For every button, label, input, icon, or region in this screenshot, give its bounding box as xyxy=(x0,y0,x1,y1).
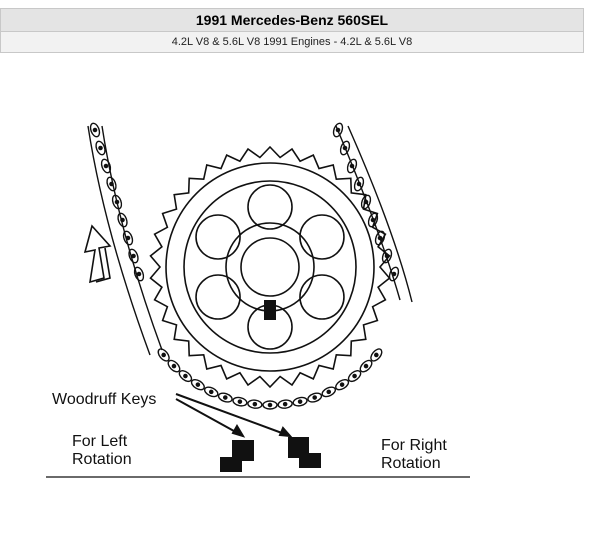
chain-link xyxy=(203,386,219,398)
timing-chain-diagram: Woodruff Keys For Left Rotation For Righ… xyxy=(0,110,606,530)
up-arrow-icon xyxy=(83,224,112,284)
chain-pin xyxy=(131,253,136,259)
chain-pin xyxy=(237,399,243,404)
chain-pin xyxy=(352,373,357,379)
chain-link xyxy=(133,266,145,282)
chain-link xyxy=(232,396,248,407)
chain-link xyxy=(95,140,106,156)
chain-pin xyxy=(92,127,98,133)
chain-link xyxy=(370,348,383,362)
chain-pin xyxy=(208,389,214,395)
woodruff-keys-label: Woodruff Keys xyxy=(52,391,157,408)
chain-link xyxy=(178,370,193,383)
chain-link xyxy=(353,176,365,192)
sprocket-hole xyxy=(195,274,241,320)
left-rotation-label-line1: For Left xyxy=(72,433,128,450)
timing-chain xyxy=(87,122,413,410)
chain-link xyxy=(277,399,293,409)
chain-link xyxy=(367,212,379,228)
chain-link xyxy=(157,348,170,362)
chain-link xyxy=(374,230,386,246)
sprocket-web xyxy=(183,180,357,354)
chain-link xyxy=(339,140,351,156)
chain-link xyxy=(335,378,350,391)
chain-pin xyxy=(136,271,142,277)
chain-edge xyxy=(101,125,163,351)
chain-link xyxy=(128,248,139,264)
chain-link xyxy=(217,392,233,403)
chain-pin xyxy=(363,363,369,369)
page-subtitle: 4.2L V8 & 5.6L V8 1991 Engines - 4.2L & … xyxy=(1,32,583,52)
chain-pin xyxy=(161,352,166,358)
chain-pin xyxy=(195,382,201,387)
sprocket-hole xyxy=(299,214,345,260)
chain-pin xyxy=(103,163,109,169)
page-header: 1991 Mercedes-Benz 560SEL 4.2L V8 & 5.6L… xyxy=(0,8,584,53)
chain-link xyxy=(247,399,263,409)
chain-link xyxy=(292,396,308,407)
hub-key xyxy=(264,300,276,320)
chain-pin xyxy=(267,402,273,408)
chain-link xyxy=(360,194,372,210)
chain-pin xyxy=(297,399,303,404)
chain-link xyxy=(347,370,362,383)
sprocket-teeth xyxy=(149,145,391,389)
chain-link xyxy=(359,359,373,373)
left-rotation-key xyxy=(220,440,254,472)
chain-link xyxy=(321,386,337,398)
chain-edge xyxy=(335,125,401,301)
chain-link xyxy=(89,122,101,138)
chain-link xyxy=(167,359,181,373)
leader-lines xyxy=(175,393,293,438)
sprocket xyxy=(149,145,391,389)
chain-link xyxy=(190,378,205,391)
sprocket-hole xyxy=(195,214,241,260)
hub-outer xyxy=(225,222,315,312)
sprocket-hole xyxy=(247,184,293,230)
chain-pin xyxy=(339,382,345,387)
chain-pin xyxy=(252,401,258,407)
hub-bore xyxy=(240,237,300,297)
sprocket-rim xyxy=(165,162,375,372)
chain-link xyxy=(122,230,134,246)
chain-pin xyxy=(312,395,318,400)
right-rotation-key xyxy=(288,437,321,468)
chain-pin xyxy=(222,395,228,400)
chain-pin xyxy=(171,363,177,369)
right-rotation-label-line1: For Right xyxy=(381,437,447,454)
chain-link xyxy=(307,392,323,403)
chain-link xyxy=(111,194,123,210)
chain-link xyxy=(346,158,358,174)
sprocket-hole xyxy=(299,274,345,320)
diagram-canvas xyxy=(46,122,470,478)
chain-link xyxy=(381,248,393,264)
chain-link xyxy=(388,266,400,282)
chain-edge xyxy=(87,125,151,356)
right-rotation-label-line2: Rotation xyxy=(381,455,441,472)
chain-edge xyxy=(347,125,413,303)
chain-pin xyxy=(282,401,288,407)
chain-link xyxy=(100,158,112,174)
chain-pin xyxy=(374,352,379,358)
chain-link xyxy=(262,400,278,410)
chain-link xyxy=(332,122,344,138)
page-title: 1991 Mercedes-Benz 560SEL xyxy=(1,9,583,32)
chain-pin xyxy=(98,145,103,151)
chain-pin xyxy=(183,373,188,379)
left-rotation-label-line2: Rotation xyxy=(72,451,132,468)
chain-pin xyxy=(326,389,332,395)
